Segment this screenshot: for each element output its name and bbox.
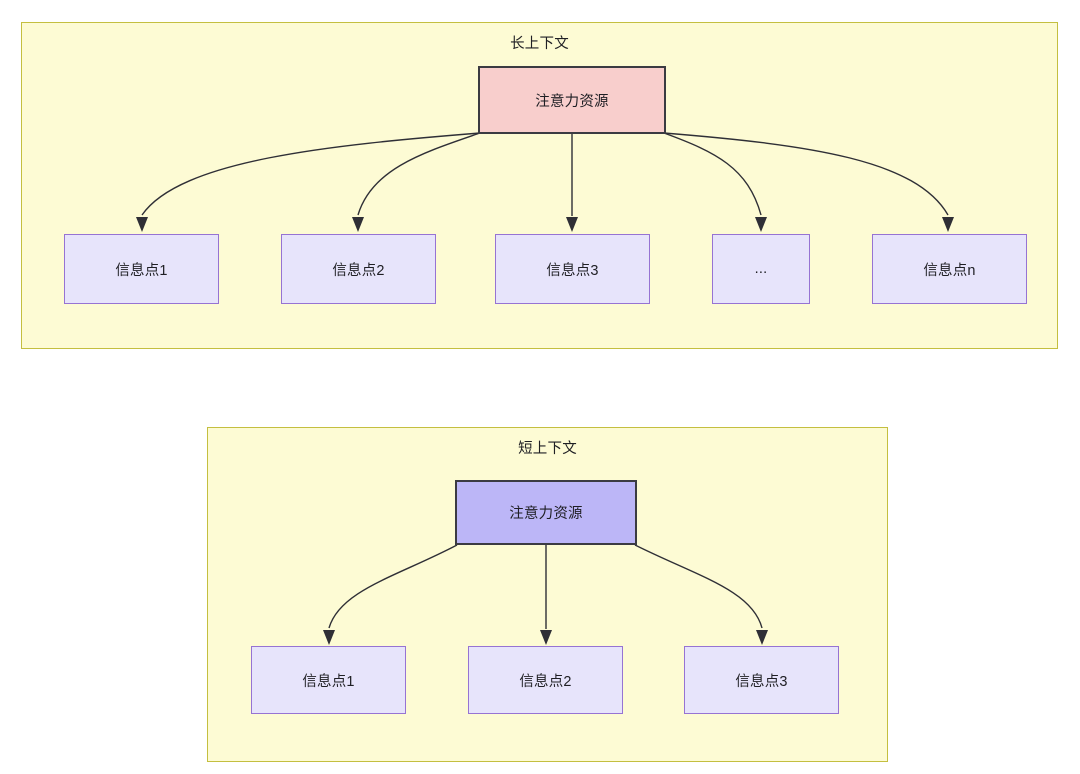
panel-short-context-title: 短上下文	[518, 441, 577, 457]
node-short-attention-resource-label: 注意力资源	[509, 506, 583, 522]
node-short-info-1-label: 信息点1	[302, 673, 355, 690]
node-long-info-ellipsis[interactable]: ...	[712, 234, 810, 304]
node-long-info-n-label: 信息点n	[923, 262, 976, 279]
node-short-info-3[interactable]: 信息点3	[684, 646, 839, 714]
node-short-info-1[interactable]: 信息点1	[251, 646, 406, 714]
node-long-info-2-label: 信息点2	[332, 262, 385, 279]
node-long-info-n[interactable]: 信息点n	[872, 234, 1027, 304]
node-long-info-3-label: 信息点3	[546, 262, 599, 279]
node-long-attention-resource[interactable]: 注意力资源	[478, 66, 666, 134]
node-long-info-3[interactable]: 信息点3	[495, 234, 650, 304]
node-long-info-1[interactable]: 信息点1	[64, 234, 219, 304]
node-long-info-2[interactable]: 信息点2	[281, 234, 436, 304]
node-long-info-ellipsis-label: ...	[754, 261, 768, 277]
panel-long-context-title: 长上下文	[510, 36, 569, 52]
node-short-info-3-label: 信息点3	[735, 673, 788, 690]
node-short-attention-resource[interactable]: 注意力资源	[455, 480, 637, 545]
node-short-info-2-label: 信息点2	[519, 673, 572, 690]
node-short-info-2[interactable]: 信息点2	[468, 646, 623, 714]
node-long-attention-resource-label: 注意力资源	[535, 93, 609, 110]
node-long-info-1-label: 信息点1	[115, 262, 168, 279]
